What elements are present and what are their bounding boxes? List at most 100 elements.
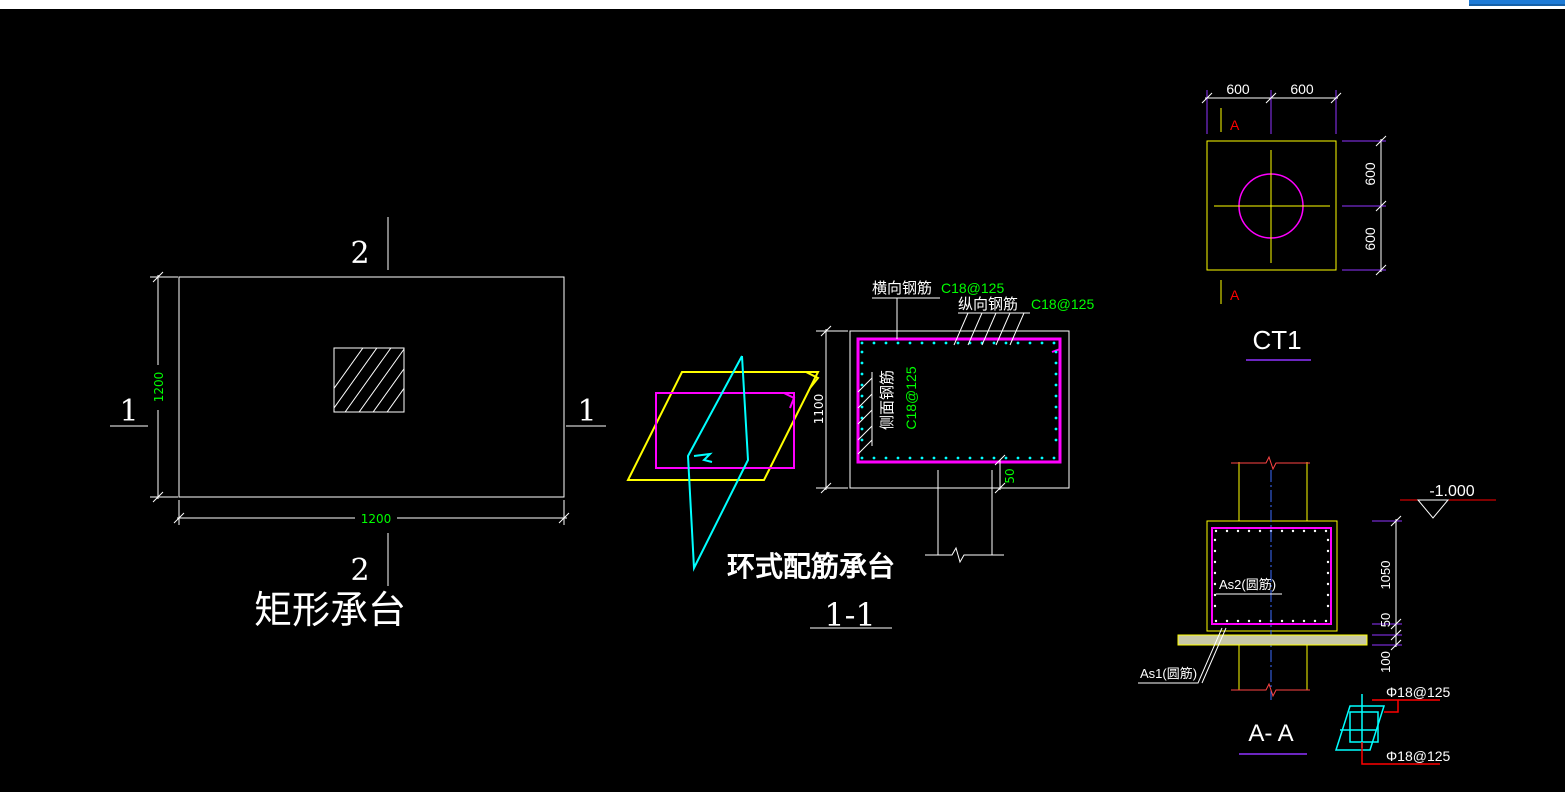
column-above <box>1231 455 1310 521</box>
rebar-dot <box>1258 529 1262 533</box>
aa-rebar-dots <box>1213 529 1330 623</box>
rebar-dot <box>1291 529 1295 533</box>
aa-cap-outline <box>1206 520 1338 632</box>
ring-yellow-hook <box>805 371 820 389</box>
section-1-1-drawing[interactable]: 1100 50 横向钢筋 C18@125 纵向钢筋 C18@125 <box>810 279 1094 634</box>
rebar-dot <box>860 383 864 387</box>
elevation-marker <box>1400 499 1496 519</box>
rebar-dot <box>932 456 936 460</box>
rebar-dot <box>1313 529 1317 533</box>
ring-yellow-loop <box>626 371 820 481</box>
rebar-dot <box>896 456 900 460</box>
rebar-dot <box>1247 619 1251 623</box>
rebar-dot <box>1326 604 1330 608</box>
pile-below <box>1231 645 1310 698</box>
pile-stub <box>925 470 1004 564</box>
rebar-dot <box>860 405 864 409</box>
rebar-dot <box>860 341 864 345</box>
ct1-section-mark-bottom: A <box>1230 287 1240 303</box>
rebar-dot <box>860 361 864 365</box>
rebar-dot <box>1236 529 1240 533</box>
section-1-1-outline <box>849 330 1070 489</box>
rebar-dot <box>884 456 888 460</box>
rebar-dot <box>1247 529 1251 533</box>
rebar-dot <box>1213 604 1217 608</box>
rebar-dot <box>956 341 960 345</box>
rebar-dot <box>860 372 864 376</box>
rebar-dot <box>1326 560 1330 564</box>
ring-cap-title: 环式配筋承台 <box>727 550 895 583</box>
ct1-dim-top <box>1201 90 1342 134</box>
rebar-dot <box>1280 619 1284 623</box>
ct1-section-mark-top: A <box>1230 117 1240 133</box>
transverse-rebar-spec: C18@125 <box>941 280 1004 296</box>
section-a-a-drawing[interactable]: -1.000 1050 50 100 As2(圆筋) As1(圆筋) A- A <box>1138 455 1496 765</box>
rebar-dot <box>1028 341 1032 345</box>
rebar-dot <box>1004 341 1008 345</box>
ct1-title: CT1 <box>1252 325 1301 355</box>
ring-magenta-loop <box>655 392 795 469</box>
rebar-dot <box>1016 341 1020 345</box>
ct1-dim-right-upper: 600 <box>1362 162 1378 186</box>
ring-cyan-hook <box>693 452 713 463</box>
rebar-dot <box>968 456 972 460</box>
dim-1100-text: 1100 <box>812 394 826 425</box>
rebar-dot <box>1052 456 1056 460</box>
rebar-dot <box>944 456 948 460</box>
section-label-2-bottom: 2 <box>350 553 369 588</box>
rebar-dot <box>992 456 996 460</box>
cage-corner-hook <box>1050 338 1061 353</box>
rect-cap-drawing[interactable]: 2 2 1 1 1200 1200 矩形承台 <box>110 217 606 632</box>
ct1-dim-top-right: 600 <box>1290 81 1314 97</box>
rebar-dot <box>1214 619 1218 623</box>
rebar-dot <box>920 341 924 345</box>
column-hatch <box>333 347 405 413</box>
aa-dim-50: 50 <box>1378 613 1393 627</box>
rebar-dot <box>1016 456 1020 460</box>
rebar-dot <box>860 456 864 460</box>
rebar-dot <box>1054 361 1058 365</box>
ring-cap-sketch[interactable]: 环式配筋承台 <box>626 355 895 583</box>
ct1-plan[interactable]: 600 600 600 600 A A CT1 <box>1201 81 1387 361</box>
rect-cap-outline <box>178 276 565 498</box>
dim-width-text: 1200 <box>361 512 392 526</box>
rebar-dot <box>1040 341 1044 345</box>
rebar-dot <box>944 341 948 345</box>
rebar-dot <box>1236 619 1240 623</box>
rebar-dot <box>1213 560 1217 564</box>
rebar-dot <box>1324 619 1328 623</box>
rebar-dot <box>884 341 888 345</box>
dimension-50 <box>994 454 1006 494</box>
rebar-dot <box>908 456 912 460</box>
rebar-dot <box>1326 593 1330 597</box>
toolbar-button[interactable] <box>1469 0 1565 6</box>
rebar-dot <box>992 341 996 345</box>
ring-magenta-hook <box>783 392 796 409</box>
dim-height-text: 1200 <box>152 372 166 403</box>
as2-label: As2(圆筋) <box>1219 577 1276 592</box>
rebar-dot <box>1054 383 1058 387</box>
longitudinal-rebar-label: 纵向钢筋 <box>958 295 1018 313</box>
rebar-dot <box>860 438 864 442</box>
section-a-a-title: A- A <box>1248 720 1293 747</box>
rebar-dot <box>980 456 984 460</box>
dimension-1100 <box>816 325 848 494</box>
rebar-dot <box>1054 394 1058 398</box>
as1-leader <box>1138 627 1223 684</box>
rebar-dot <box>860 394 864 398</box>
top-toolbar-strip <box>0 0 1565 9</box>
dim-50-text: 50 <box>1003 468 1017 483</box>
ring-cyan-plane <box>686 355 750 572</box>
rebar-dot <box>1213 538 1217 542</box>
rebar-dot <box>932 341 936 345</box>
rebar-dot <box>908 341 912 345</box>
cad-drawing-canvas[interactable]: 2 2 1 1 1200 1200 矩形承台 <box>0 9 1565 792</box>
rebar-dot <box>1326 549 1330 553</box>
aa-bedding-layer <box>1177 634 1368 646</box>
ct1-dim-right <box>1342 135 1387 276</box>
rebar-dot <box>1258 619 1262 623</box>
rebar-dot <box>1326 571 1330 575</box>
rebar-dot <box>1213 549 1217 553</box>
ct1-dim-right-lower: 600 <box>1362 227 1378 251</box>
rebar-dot <box>896 341 900 345</box>
